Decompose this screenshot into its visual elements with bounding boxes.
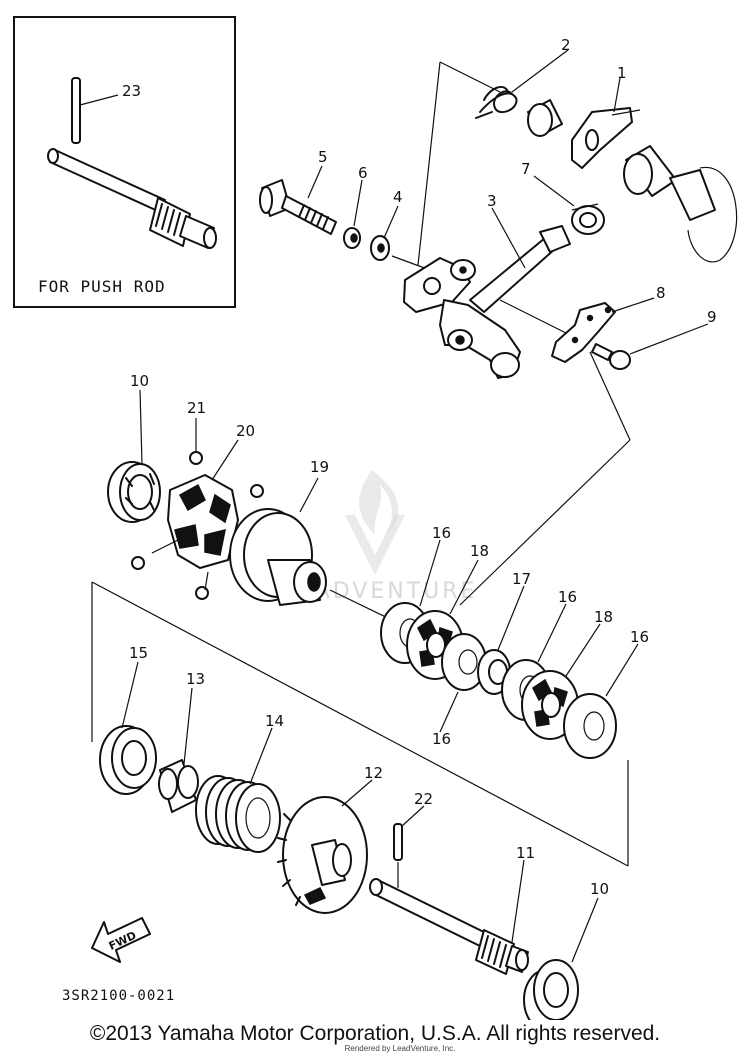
part-14-spring xyxy=(195,775,281,853)
callout-5: 5 xyxy=(318,148,328,166)
part-collar xyxy=(527,99,563,137)
part-15-bearing xyxy=(99,725,157,795)
copyright-footer: ©2013 Yamaha Motor Corporation, U.S.A. A… xyxy=(89,1022,661,1045)
callout-12: 12 xyxy=(364,764,383,782)
fwd-arrow-icon: FWD xyxy=(91,917,151,963)
inset-label: FOR PUSH ROD xyxy=(38,277,166,296)
callout-10b: 10 xyxy=(590,880,609,898)
callout-16a: 16 xyxy=(432,524,451,542)
rendered-by-text: Rendered by LeadVenture, Inc. xyxy=(344,1044,456,1053)
part-5-bolt xyxy=(259,179,337,235)
part-12-gear xyxy=(277,796,368,914)
callout-6: 6 xyxy=(358,164,368,182)
part-22-pin xyxy=(393,823,403,888)
part-9-bolt xyxy=(591,343,631,370)
callout-18a: 18 xyxy=(470,542,489,560)
callout-17: 17 xyxy=(512,570,531,588)
callout-16d: 16 xyxy=(432,730,451,748)
callout-14: 14 xyxy=(265,712,284,730)
part-10-bearing-bottom xyxy=(523,959,579,1020)
callout-8: 8 xyxy=(656,284,666,302)
callout-1: 1 xyxy=(617,64,627,82)
part-10-bearing-left xyxy=(107,461,161,523)
callout-20: 20 xyxy=(236,422,255,440)
part-11-shaft xyxy=(369,878,529,975)
part-7-oil-seal xyxy=(571,203,605,235)
callout-22: 22 xyxy=(414,790,433,808)
part-19-cam xyxy=(229,508,327,606)
callout-9: 9 xyxy=(707,308,717,326)
callout-16c: 16 xyxy=(630,628,649,646)
part-8-bracket xyxy=(551,302,616,363)
callout-2: 2 xyxy=(561,36,571,54)
callout-19: 19 xyxy=(310,458,329,476)
callout-13: 13 xyxy=(186,670,205,688)
callout-3: 3 xyxy=(487,192,497,210)
part-4-washer xyxy=(370,235,390,261)
part-6-spring-washer xyxy=(343,227,361,249)
part-cylinder-end xyxy=(623,145,738,263)
callout-21: 21 xyxy=(187,399,206,417)
part-2-spring xyxy=(475,85,518,119)
part-20-retainer xyxy=(151,474,239,591)
parts-diagram: LEADVENTURE FOR PUSH ROD xyxy=(13,16,738,1020)
callout-7: 7 xyxy=(521,160,531,178)
leader-lines xyxy=(121,49,709,963)
callout-labels: 1 2 3 4 5 6 7 8 9 10 11 12 13 14 15 16 1… xyxy=(122,36,717,898)
part-13-collar xyxy=(158,759,199,813)
callout-11: 11 xyxy=(516,844,535,862)
callout-16b: 16 xyxy=(558,588,577,606)
callout-23: 23 xyxy=(122,82,141,100)
part-16-plate-d xyxy=(563,693,617,759)
callout-10a: 10 xyxy=(130,372,149,390)
part-1-plate xyxy=(571,107,641,169)
callout-18b: 18 xyxy=(594,608,613,626)
callout-15: 15 xyxy=(129,644,148,662)
part-code: 3SR2100-0021 xyxy=(62,988,175,1004)
callout-4: 4 xyxy=(393,188,403,206)
part-3-shift-lever xyxy=(403,225,571,379)
inset-push-rod: FOR PUSH ROD xyxy=(13,16,236,308)
